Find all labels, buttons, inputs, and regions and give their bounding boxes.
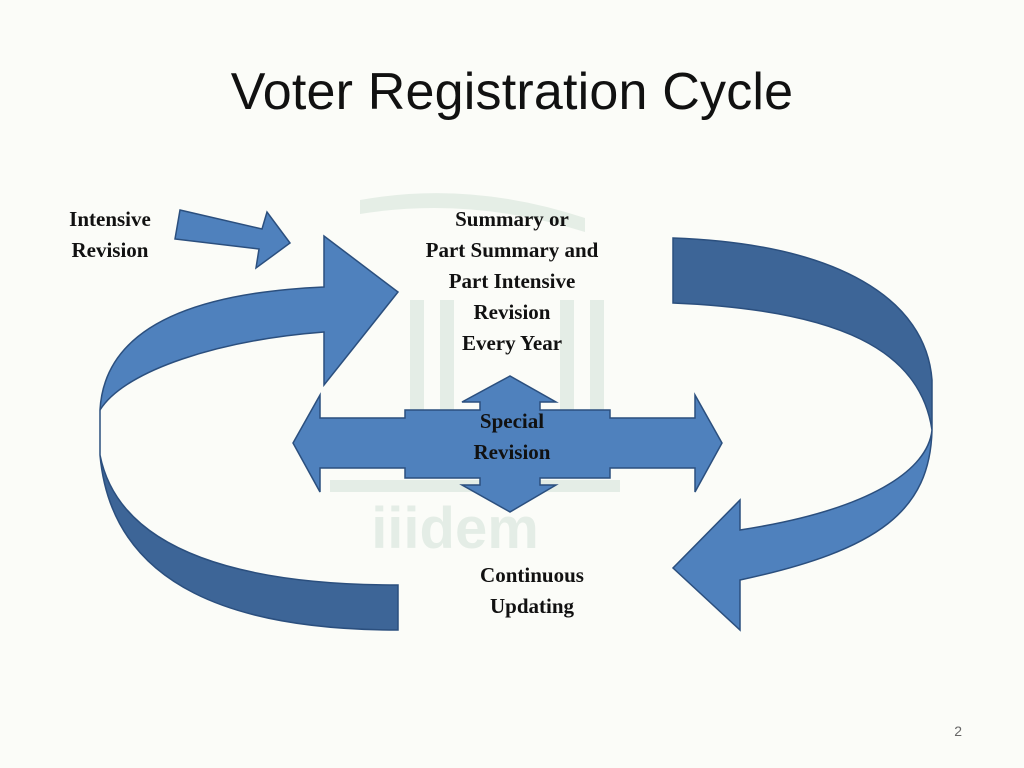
left-cycle-arrow — [99, 234, 400, 631]
summary-revision-label: Summary or Part Summary and Part Intensi… — [425, 207, 599, 355]
intensive-revision-label: Intensive Revision — [69, 207, 151, 262]
page-number: 2 — [954, 723, 962, 739]
special-revision-label: Special Revision — [473, 409, 551, 464]
special-revision-arrow — [292, 375, 723, 513]
continuous-updating-label: Continuous Updating — [480, 563, 584, 618]
right-cycle-arrow — [671, 237, 933, 632]
page-title: Voter Registration Cycle — [230, 63, 794, 121]
intensive-revision-arrow — [174, 209, 292, 270]
